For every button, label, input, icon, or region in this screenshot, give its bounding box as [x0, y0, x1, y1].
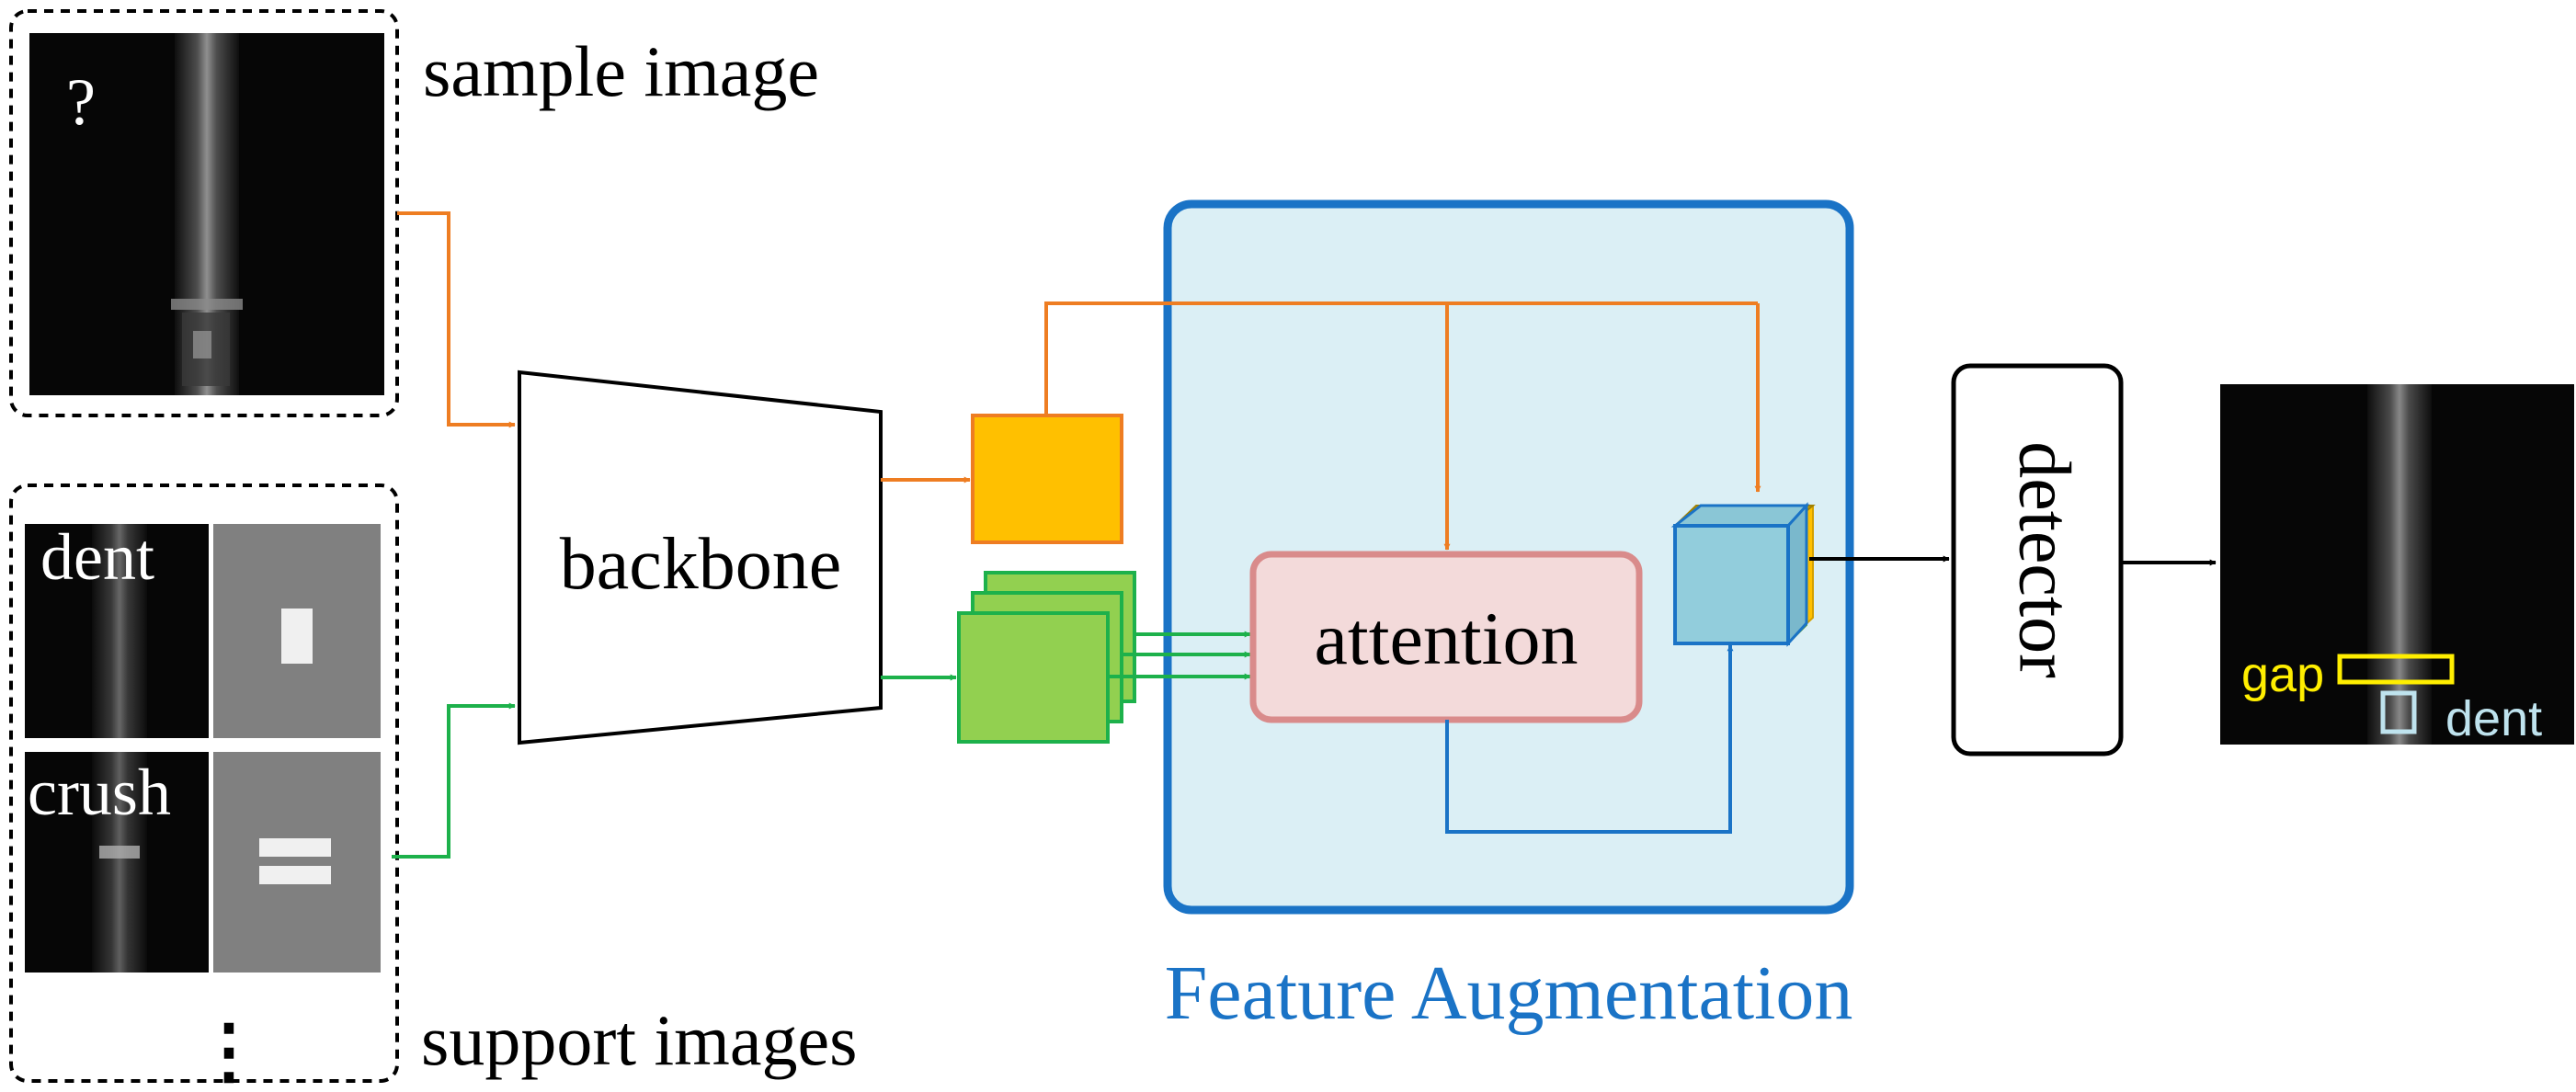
support-images-dashed-frame [9, 483, 399, 1083]
output-dent-box [2380, 690, 2417, 734]
output-gap-box [2337, 654, 2455, 685]
output-dent-label: dent [2445, 691, 2542, 746]
sample-question-mark: ? [66, 65, 96, 139]
support-image-dent [25, 524, 209, 738]
output-image [2220, 384, 2574, 745]
detector-block [1951, 363, 2124, 756]
sample-to-backbone-arrow [397, 211, 516, 428]
support-images-label: support images [421, 1000, 857, 1080]
detector-label: detector [2004, 441, 2085, 678]
backbone-block [518, 370, 883, 745]
support-label-dent: dent [40, 520, 154, 594]
support-label-crush: crush [28, 756, 171, 829]
support-mask-dent [213, 524, 381, 738]
support-feature-map-1 [957, 611, 1110, 744]
augmented-feature-cube [1670, 502, 1816, 647]
support-mask-crush [213, 752, 381, 973]
output-gap-label: gap [2241, 647, 2324, 702]
support-to-backbone-arrow [392, 702, 516, 859]
support-ellipsis: ⋮ [193, 1011, 265, 1091]
attention-label: attention [1315, 597, 1579, 680]
sample-image-label: sample image [423, 31, 819, 111]
attention-to-cube-arrow [1445, 644, 1734, 834]
backbone-label: backbone [560, 524, 842, 605]
query-feature-top-line [1044, 301, 1758, 415]
support-image-crush [25, 752, 209, 973]
query-feature-map [971, 414, 1123, 544]
sample-image [29, 33, 384, 395]
feature-augmentation-label: Feature Augmentation [1165, 950, 1853, 1036]
